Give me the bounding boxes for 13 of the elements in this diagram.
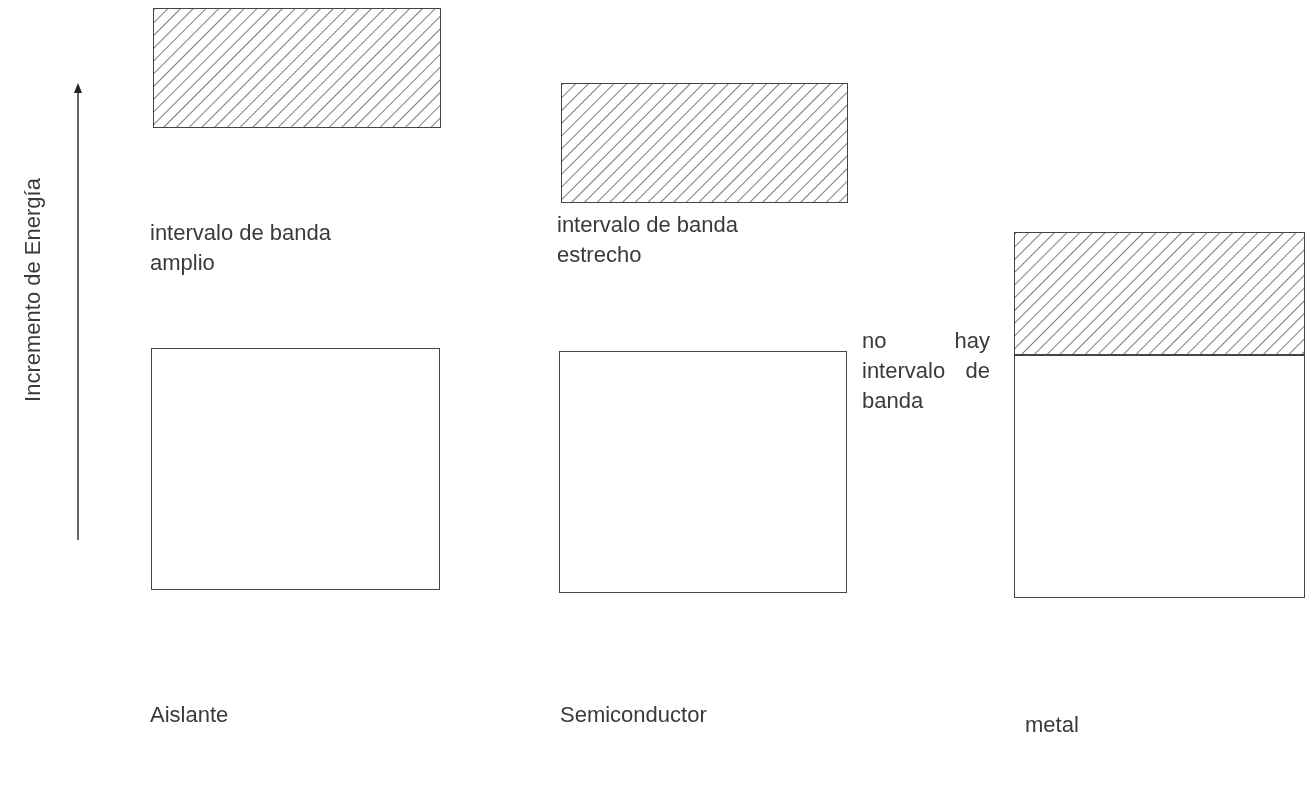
conduction-band xyxy=(153,8,441,128)
band-gap-label: intervalo de banda amplio xyxy=(150,219,333,277)
axis-label: Incremento de Energía xyxy=(20,178,46,402)
material-label: Aislante xyxy=(150,701,230,729)
valence-band xyxy=(151,348,440,590)
material-label: metal xyxy=(1025,711,1080,739)
band-gap-label: intervalo de banda estrecho xyxy=(557,211,740,269)
band-gap-label: no hay intervalo de banda xyxy=(862,327,990,415)
material-label: Semiconductor xyxy=(560,701,708,729)
valence-band xyxy=(559,351,847,593)
conduction-band xyxy=(1014,232,1305,355)
conduction-band xyxy=(561,83,848,203)
valence-band xyxy=(1014,355,1305,598)
